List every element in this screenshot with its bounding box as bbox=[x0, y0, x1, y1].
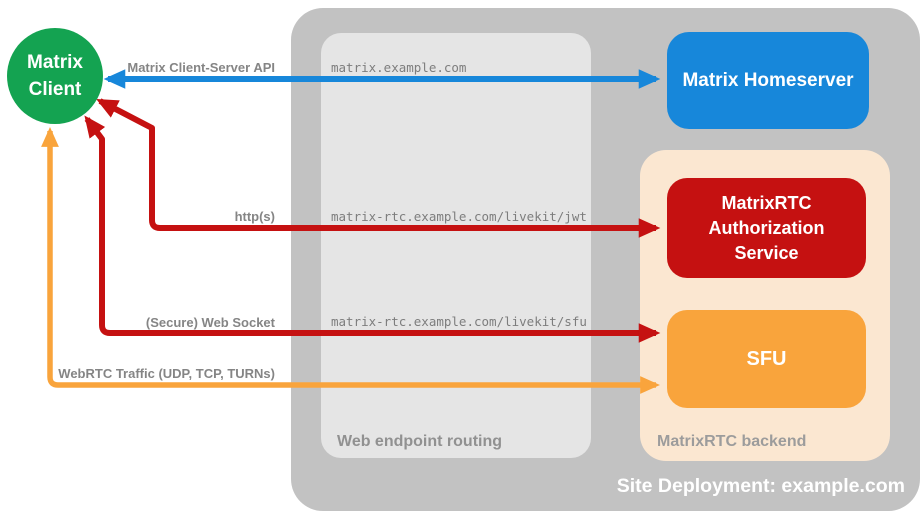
matrix-client-label-line1: Matrix bbox=[27, 52, 83, 73]
label-https: http(s) bbox=[234, 209, 275, 224]
web-endpoint-routing-container bbox=[321, 33, 591, 458]
matrixrtc-authorization-service-node: MatrixRTC Authorization Service bbox=[667, 178, 866, 278]
matrix-homeserver-node: Matrix Homeserver bbox=[667, 32, 869, 129]
route-livekit-jwt: matrix-rtc.example.com/livekit/jwt bbox=[331, 209, 587, 224]
label-secure-web-socket: (Secure) Web Socket bbox=[145, 315, 275, 330]
sfu-node: SFU bbox=[667, 310, 866, 408]
matrix-homeserver-label: Matrix Homeserver bbox=[682, 69, 854, 91]
matrix-client-node: Matrix Client bbox=[7, 28, 103, 124]
matrix-client-label-line2: Client bbox=[28, 79, 82, 100]
auth-service-label-line1: MatrixRTC bbox=[721, 192, 812, 213]
auth-service-label-line2: Authorization bbox=[708, 217, 825, 238]
route-matrix-example-com: matrix.example.com bbox=[331, 60, 467, 75]
auth-service-label-line3: Service bbox=[734, 242, 799, 263]
web-endpoint-routing-caption: Web endpoint routing bbox=[337, 433, 503, 450]
route-livekit-sfu: matrix-rtc.example.com/livekit/sfu bbox=[331, 314, 587, 329]
label-webrtc-traffic: WebRTC Traffic (UDP, TCP, TURNs) bbox=[58, 366, 275, 381]
label-matrix-client-server-api: Matrix Client-Server API bbox=[127, 60, 275, 75]
matrixrtc-backend-caption: MatrixRTC backend bbox=[657, 433, 807, 450]
site-deployment-caption: Site Deployment: example.com bbox=[616, 475, 905, 497]
sfu-label: SFU bbox=[746, 347, 787, 370]
